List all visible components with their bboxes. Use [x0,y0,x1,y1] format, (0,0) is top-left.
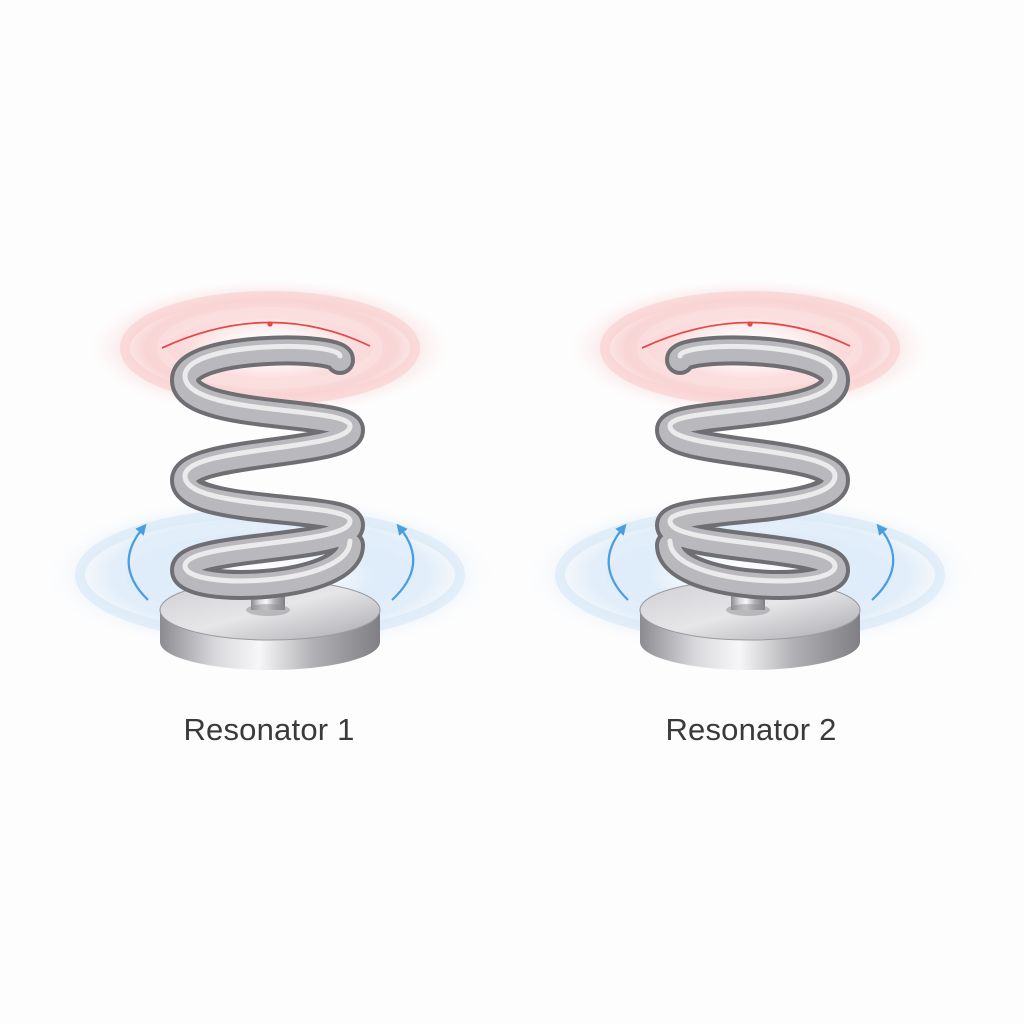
resonator-2-label: Resonator 2 [665,712,837,747]
resonator-1 [40,270,520,690]
coil-spring-icon [45,280,495,670]
coil-spring-icon [525,280,975,670]
rotation-arrow-icon [127,523,415,601]
spring-coil [169,335,366,600]
spring-coil [654,335,851,600]
resonator-1-label: Resonator 1 [183,712,355,747]
rotation-arrow-icon [607,523,895,601]
resonator-2 [520,270,1000,690]
